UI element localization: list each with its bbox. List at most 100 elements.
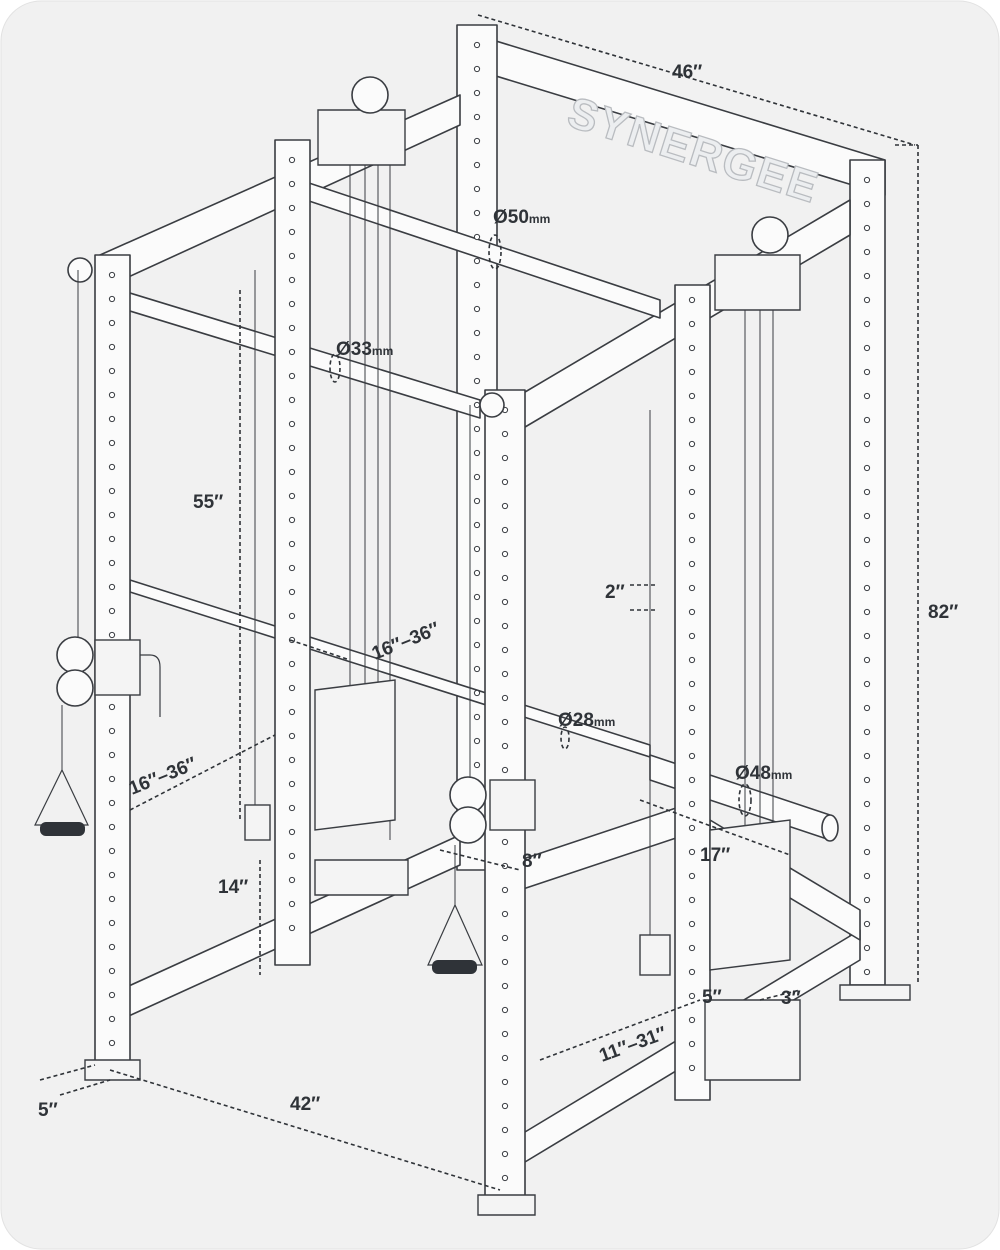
upright-hole — [288, 900, 296, 908]
upright-hole — [108, 343, 116, 351]
label-sleeve-length: 17″ — [700, 845, 730, 866]
upright-hole — [501, 982, 509, 990]
center-pulley-handle — [427, 392, 536, 974]
upright-hole — [688, 920, 696, 928]
upright-hole — [288, 564, 296, 572]
upright-hole — [288, 348, 296, 356]
upright-hole — [688, 944, 696, 952]
upright-hole — [863, 248, 871, 256]
upright-hole — [473, 521, 481, 529]
upright-hole — [473, 425, 481, 433]
upright-hole — [688, 728, 696, 736]
upright-hole — [108, 919, 116, 927]
upright-hole — [863, 704, 871, 712]
upright-hole — [108, 847, 116, 855]
right-cable-column — [639, 216, 801, 1101]
upright-hole — [108, 487, 116, 495]
upright-hole — [863, 560, 871, 568]
upright-hole — [288, 228, 296, 236]
left-pulley-handle — [34, 257, 161, 836]
upright-hole — [108, 871, 116, 879]
upright-hole — [688, 1016, 696, 1024]
label-pulley-offset: 8″ — [522, 851, 542, 872]
upright-hole — [501, 1150, 509, 1158]
upright-hole — [863, 896, 871, 904]
upright-hole — [108, 415, 116, 423]
upright-hole — [863, 368, 871, 376]
upright-hole — [473, 137, 481, 145]
upright-hole — [288, 612, 296, 620]
upright-hole — [108, 823, 116, 831]
upright-hole — [108, 895, 116, 903]
upright-hole — [863, 224, 871, 232]
upright-hole — [473, 65, 481, 73]
upright-hole — [501, 1126, 509, 1134]
upright-hole — [863, 824, 871, 832]
upright-hole — [501, 718, 509, 726]
upright-hole — [473, 185, 481, 193]
upright-hole — [288, 756, 296, 764]
upright-hole — [288, 924, 296, 932]
upright-hole — [473, 161, 481, 169]
upright-hole — [501, 910, 509, 918]
upright-hole — [473, 209, 481, 217]
label-pullup-diameter: Ø50mm — [493, 207, 550, 228]
upright-hole — [288, 276, 296, 284]
upright-hole — [688, 392, 696, 400]
upright-hole — [473, 569, 481, 577]
upright-hole — [501, 670, 509, 678]
label-front-bar-diameter: Ø33mm — [336, 339, 393, 360]
upright-hole — [108, 775, 116, 783]
upright-hole — [688, 536, 696, 544]
upright-hole — [288, 420, 296, 428]
upright-hole — [863, 944, 871, 952]
upright-hole — [473, 713, 481, 721]
upright-hole — [501, 934, 509, 942]
upright-hole — [863, 752, 871, 760]
upright-hole — [501, 1054, 509, 1062]
upright-hole — [863, 584, 871, 592]
upright-hole — [688, 872, 696, 880]
upright-hole — [688, 584, 696, 592]
label-height: 82″ — [928, 602, 958, 623]
upright-hole — [501, 454, 509, 462]
upright-hole — [288, 204, 296, 212]
upright-hole — [108, 631, 116, 639]
upright-hole — [473, 665, 481, 673]
upright-hole — [688, 464, 696, 472]
upright-hole — [863, 200, 871, 208]
upright-hole — [473, 305, 481, 313]
upright-hole — [688, 848, 696, 856]
upright-hole — [108, 295, 116, 303]
upright-hole — [688, 488, 696, 496]
upright-hole — [863, 440, 871, 448]
upright-hole — [688, 560, 696, 568]
upright-hole — [863, 416, 871, 424]
upright-hole — [288, 156, 296, 164]
upright-hole — [108, 967, 116, 975]
upright-hole — [473, 449, 481, 457]
dimension-lines — [39, 14, 919, 1191]
upright-hole — [501, 478, 509, 486]
upright-hole — [863, 776, 871, 784]
label-width-top: 46″ — [672, 62, 702, 83]
label-hole-spacing: 2″ — [605, 582, 625, 603]
upright-hole — [688, 896, 696, 904]
label-sleeve-diameter: Ø48mm — [735, 763, 792, 784]
left-weight-stack — [314, 679, 396, 831]
upright-hole — [288, 372, 296, 380]
upright-hole — [863, 536, 871, 544]
upright-hole — [863, 392, 871, 400]
upright-hole — [863, 464, 871, 472]
front-right-foot — [477, 1194, 536, 1216]
upright-hole — [473, 473, 481, 481]
upright-hole — [473, 737, 481, 745]
upright-hole — [473, 761, 481, 769]
upright-hole — [688, 440, 696, 448]
upright-hole — [108, 511, 116, 519]
label-stack-base: 14″ — [218, 877, 248, 898]
upright-hole — [688, 776, 696, 784]
upright-hole — [108, 1039, 116, 1047]
upright-hole — [688, 368, 696, 376]
upright-hole — [863, 512, 871, 520]
